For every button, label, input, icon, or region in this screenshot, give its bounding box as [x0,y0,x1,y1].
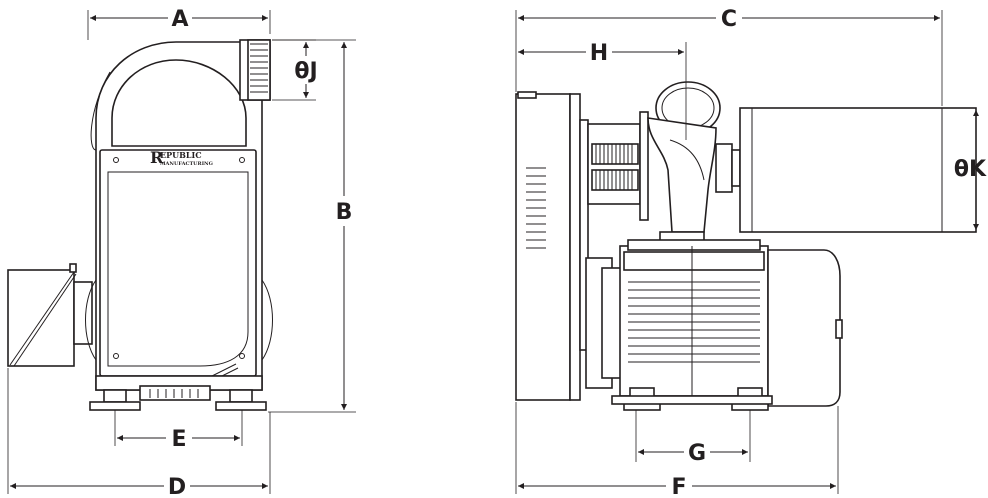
shaft-ribs [587,111,649,221]
dimension-g: G [635,410,751,466]
dimension-k-label: θK [954,157,987,182]
dimension-e-label: E [171,427,186,452]
dimension-d: D [7,368,271,498]
dimension-f: F [515,402,839,498]
svg-text:EPUBLIC: EPUBLIC [160,150,202,160]
dimension-a: A [87,7,271,40]
motor [585,239,843,411]
dimension-e: E [114,410,243,452]
side-motor-box [7,263,93,367]
dimension-b-label: B [336,200,353,225]
dimension-c: C [515,7,943,106]
dimension-h-label: H [590,41,608,66]
svg-text:MANUFACTURING: MANUFACTURING [160,161,213,167]
dimension-g-label: G [688,441,706,466]
vent-slots [526,167,546,249]
dimension-a-label: A [171,7,188,32]
dimension-k: θK [954,110,987,230]
inlet-ribs [250,43,268,93]
silencer [739,107,977,233]
republic-logo: R EPUBLIC MANUFACTURING [150,148,213,167]
dimension-j: θJ [272,39,318,101]
dimension-f-label: F [671,475,686,498]
blower-plate [515,91,589,401]
dimension-j-label: θJ [294,59,317,84]
volute-elbow [647,81,741,247]
motor-fins [628,281,760,363]
blower-housing: R EPUBLIC MANUFACTURING [85,39,273,411]
dimension-c-label: C [721,7,737,32]
svg-text:R: R [150,148,164,167]
front-view: R EPUBLIC MANUFACTURING [7,7,356,498]
side-view: C H θK G F [515,7,987,498]
base-grille [149,389,199,398]
dimension-h: H [518,41,687,140]
dimension-d-label: D [168,475,186,498]
dimension-b: B [268,39,356,413]
